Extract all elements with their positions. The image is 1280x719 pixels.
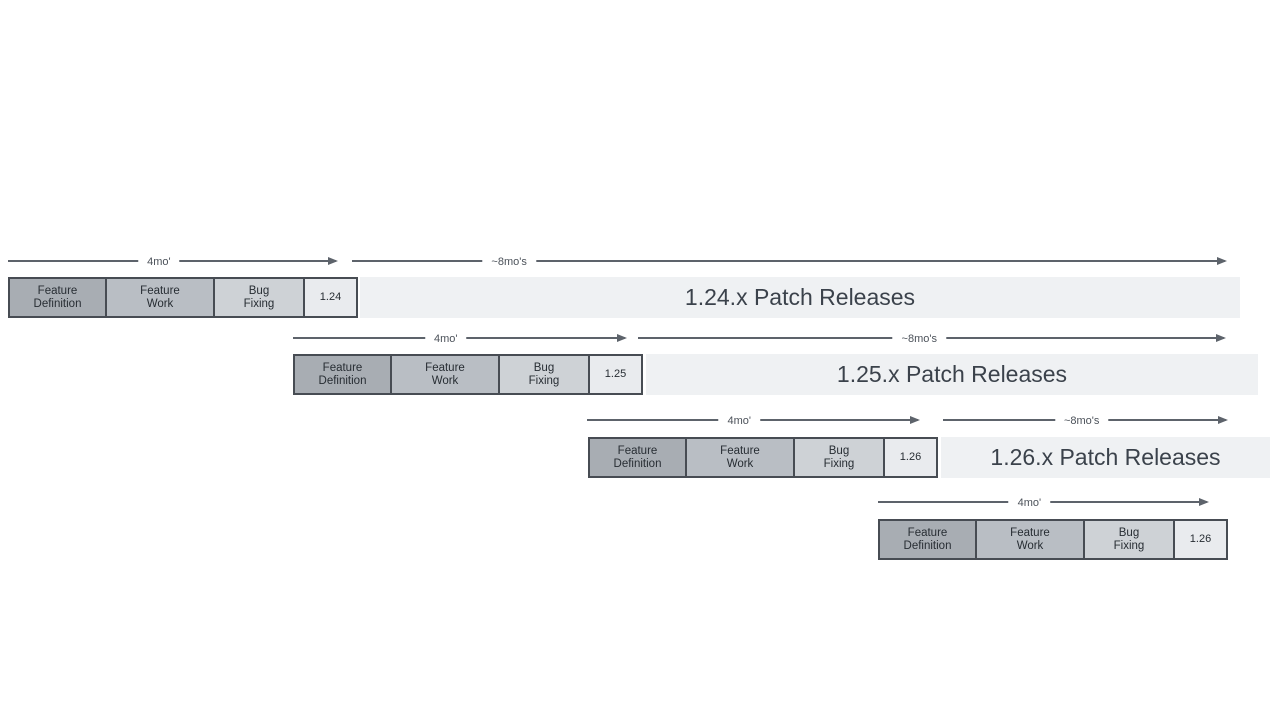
phase-label-line: Bug [1118,526,1140,539]
version-box: 1.26 [1173,519,1228,560]
patch-period-duration-label: ~8mo's [482,256,536,269]
phase-box-feature-definition: Feature Definition [588,437,687,478]
phase-label-line: Feature [617,444,658,457]
phase-box-feature-definition: Feature Definition [878,519,977,560]
patch-period-duration-label: ~8mo's [892,333,946,346]
dev-cycle-duration-label: 4mo' [138,256,180,269]
dev-cycle-arrow: 4mo' [878,497,1209,510]
phase-box-feature-work: Feature Work [390,354,500,395]
phase-box-feature-work: Feature Work [105,277,215,318]
phase-box-feature-work: Feature Work [975,519,1085,560]
dev-cycle-duration-label: 4mo' [1008,497,1051,510]
phase-label-line: Definition [903,539,952,552]
phase-label-line: Definition [613,457,662,470]
dev-cycle-arrow: 4mo' [8,256,338,269]
dev-cycle-arrow: 4mo' [587,415,920,428]
phase-label-line: Bug [828,444,850,457]
phase-label-line: Feature [425,361,465,374]
phase-label-line: Feature [37,284,78,297]
patch-period-arrow: ~8mo's [352,256,1227,269]
phase-label-line: Feature [322,361,363,374]
phase-label-line: Definition [318,374,367,387]
phase-label-line: Work [431,374,459,387]
phase-label-line: Work [1016,539,1044,552]
patch-period-arrow: ~8mo's [943,415,1228,428]
phase-boxes: Feature Definition Feature Work Bug Fixi… [588,437,938,478]
dev-cycle-arrow: 4mo' [293,333,627,346]
phase-box-feature-definition: Feature Definition [8,277,107,318]
phase-box-bug-fixing: Bug Fixing [498,354,590,395]
phase-box-bug-fixing: Bug Fixing [1083,519,1175,560]
patch-releases-bar: 1.26.x Patch Releases [941,437,1270,478]
phase-label-line: Feature [720,444,760,457]
phase-label-line: Fixing [1113,539,1145,552]
version-box: 1.24 [303,277,358,318]
phase-label-line: Work [146,297,174,310]
phase-label-line: Fixing [823,457,855,470]
phase-label-line: Definition [33,297,82,310]
patch-releases-bar: 1.25.x Patch Releases [646,354,1258,395]
phase-label-line: Fixing [243,297,275,310]
phase-label-line: Fixing [528,374,560,387]
patch-period-arrow: ~8mo's [638,333,1226,346]
phase-box-bug-fixing: Bug Fixing [213,277,305,318]
dev-cycle-duration-label: 4mo' [424,333,467,346]
phase-box-bug-fixing: Bug Fixing [793,437,885,478]
phase-label-line: Bug [533,361,555,374]
phase-boxes: Feature Definition Feature Work Bug Fixi… [8,277,358,318]
phase-box-feature-definition: Feature Definition [293,354,392,395]
phase-box-feature-work: Feature Work [685,437,795,478]
phase-label-line: Work [726,457,754,470]
phase-label-line: Feature [140,284,180,297]
version-box: 1.25 [588,354,643,395]
phase-label-line: Feature [1010,526,1050,539]
phase-label-line: Bug [248,284,270,297]
phase-label-line: Feature [907,526,948,539]
version-box: 1.26 [883,437,938,478]
patch-period-duration-label: ~8mo's [1054,415,1109,428]
phase-boxes: Feature Definition Feature Work Bug Fixi… [878,519,1228,560]
dev-cycle-duration-label: 4mo' [718,415,760,428]
phase-boxes: Feature Definition Feature Work Bug Fixi… [293,354,643,395]
patch-releases-bar: 1.24.x Patch Releases [360,277,1240,318]
